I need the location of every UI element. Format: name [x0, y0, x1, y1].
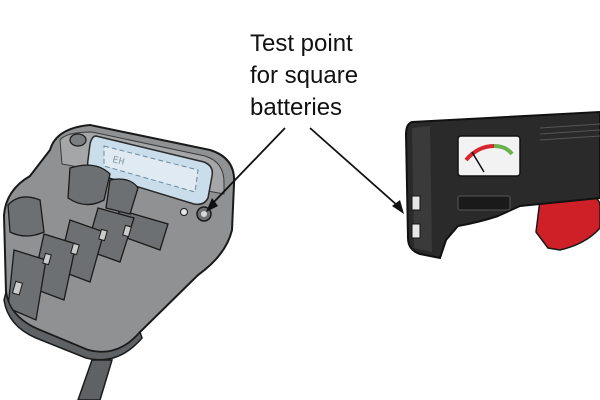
arrow-icon	[206, 127, 404, 214]
tester-display-inner	[103, 145, 199, 193]
callout-line-3: batteries	[250, 94, 343, 121]
tester-contact-bottom	[411, 223, 421, 239]
gauge-needle	[471, 151, 485, 173]
callout-line-2: for square	[250, 62, 359, 89]
tester-display-text: EH	[111, 155, 125, 169]
right-battery-tester	[404, 110, 600, 260]
battery-slots	[7, 164, 169, 321]
callout-label: Test point for square batteries	[250, 28, 420, 124]
tester-top-button	[69, 133, 87, 147]
tester-stand	[77, 359, 114, 400]
gauge-arc-red	[464, 144, 495, 162]
left-battery-tester: EH	[2, 123, 236, 400]
gauge-arc-green	[493, 144, 514, 156]
test-point-small	[180, 208, 188, 216]
tester-front-lip	[3, 291, 143, 361]
tester-slot	[457, 195, 511, 211]
tester-contact-top	[411, 195, 421, 211]
tester-black-body	[404, 110, 600, 260]
callout-line-1: Test point	[250, 30, 353, 57]
